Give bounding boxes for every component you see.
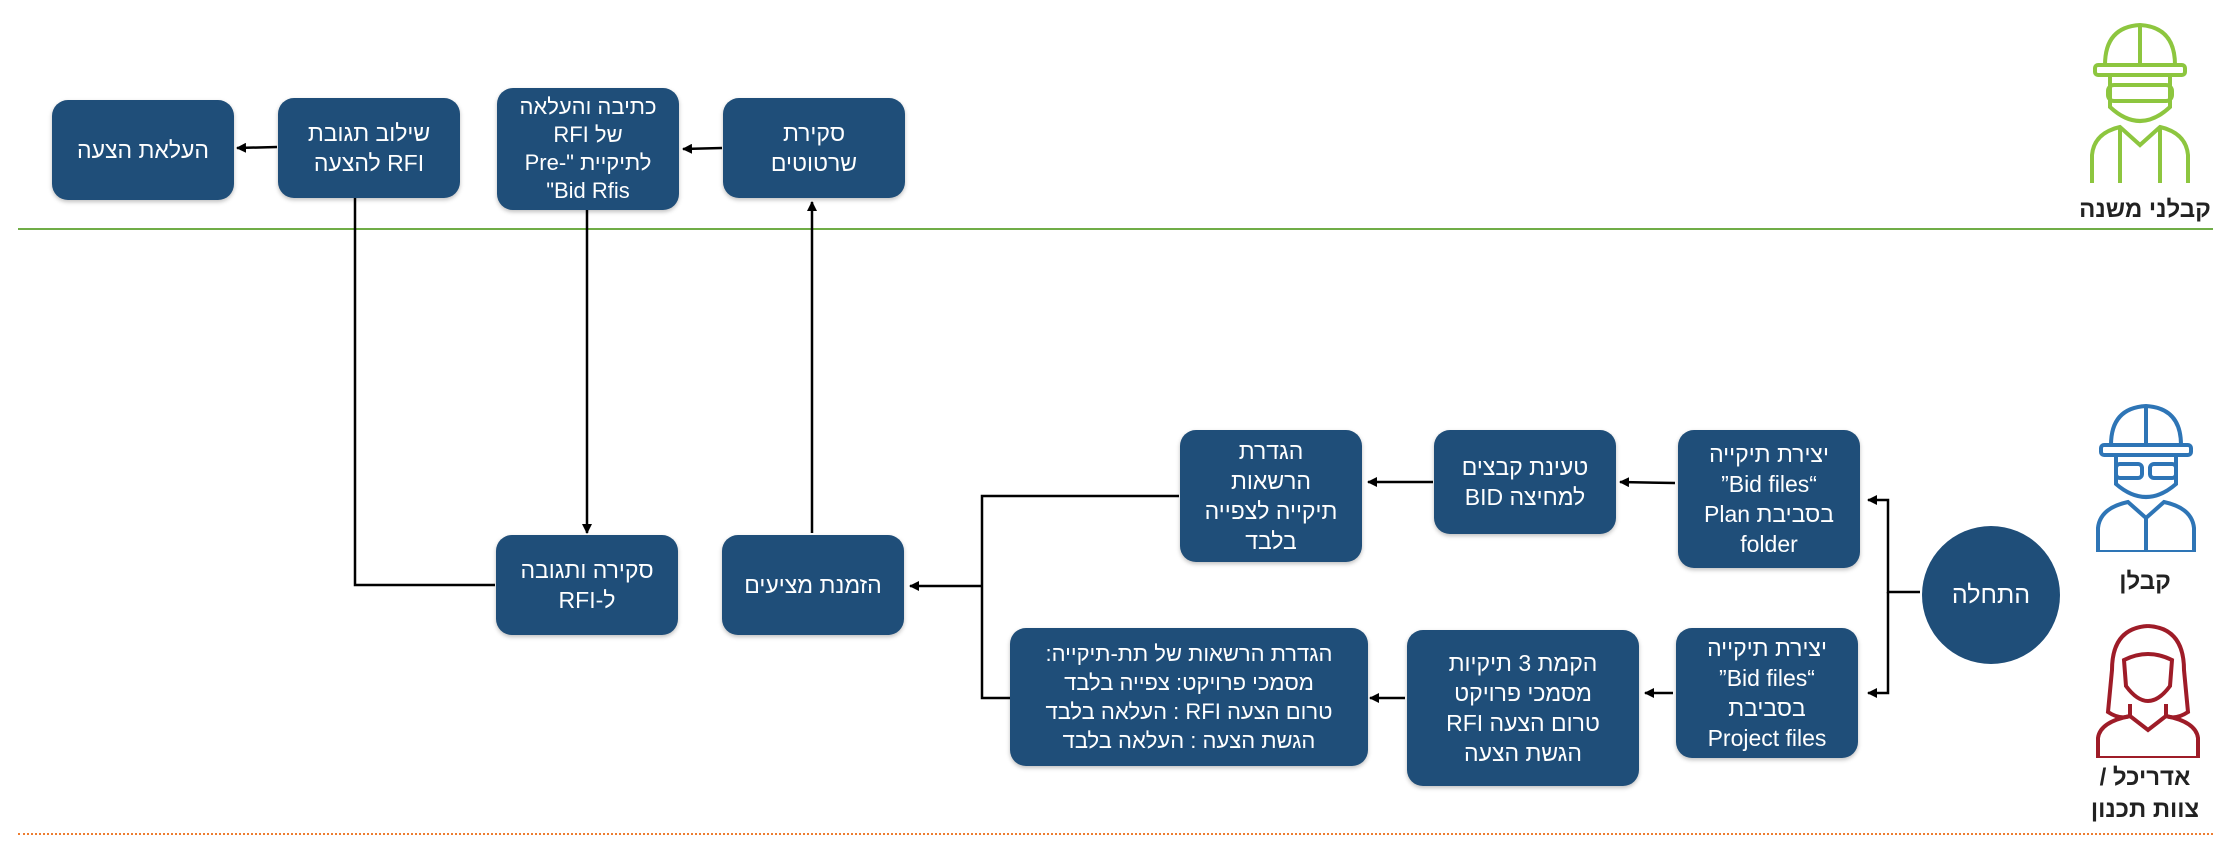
subcontractors-role-label: קבלני משנה xyxy=(2079,196,2211,223)
bottom-lane-divider xyxy=(18,833,2213,835)
hardhat-worker-green-icon xyxy=(2080,15,2200,183)
integrate-rfi-box: שילוב תגובת RFI להצעה xyxy=(278,98,460,198)
hardhat-worker-blue-icon xyxy=(2086,400,2206,554)
contractor-role-label: קבלן xyxy=(2119,568,2171,595)
review-rfi-box: סקירה ותגובה ל-RFI xyxy=(496,535,678,635)
connector-review-to-integrate xyxy=(350,172,495,587)
connector-start-branch-lower xyxy=(1867,592,1890,698)
write-rfi-box: כתיבה והעלאה של RFI לתיקיית "-Pre Bid Rf… xyxy=(497,88,679,210)
set-sub-permissions-box: הגדרת הרשאות של תת-תיקייה: מסמכי פרויקט:… xyxy=(1010,628,1368,766)
architect-role-label: אדריכל / צוות תכנון xyxy=(2090,764,2200,823)
create-project-folder-box: יצירת תיקייה “Bid files” בסביבת Project … xyxy=(1676,628,1858,758)
upload-bid-files-box: טעינת קבצים למחיצה BID xyxy=(1434,430,1616,534)
connector-integrate-to-upload xyxy=(236,142,278,153)
invite-bidders-box: הזמנת מציעים xyxy=(722,535,904,635)
subcontractor-lane-divider xyxy=(18,228,2213,230)
connector-plan-to-upload xyxy=(1619,477,1676,488)
connector-drawings-to-write xyxy=(682,143,723,154)
upload-bid-box: העלאת הצעה xyxy=(52,100,234,200)
connector-start-branch xyxy=(1867,495,1920,594)
start-node: התחלה xyxy=(1922,526,2060,664)
set-view-permissions-box: הגדרת הרשאות תיקייה לצפייה בלבד xyxy=(1180,430,1362,562)
review-drawings-box: סקירת שרטוטים xyxy=(723,98,905,198)
connector-merge-to-invite xyxy=(910,494,1179,700)
create-plan-folder-box: יצירת תיקייה “Bid files” בסביבת Plan fol… xyxy=(1678,430,1860,568)
woman-red-icon xyxy=(2090,620,2206,760)
create-3-folders-box: הקמת 3 תיקיות מסמכי פרויקט טרום הצעה RFI… xyxy=(1407,630,1639,786)
